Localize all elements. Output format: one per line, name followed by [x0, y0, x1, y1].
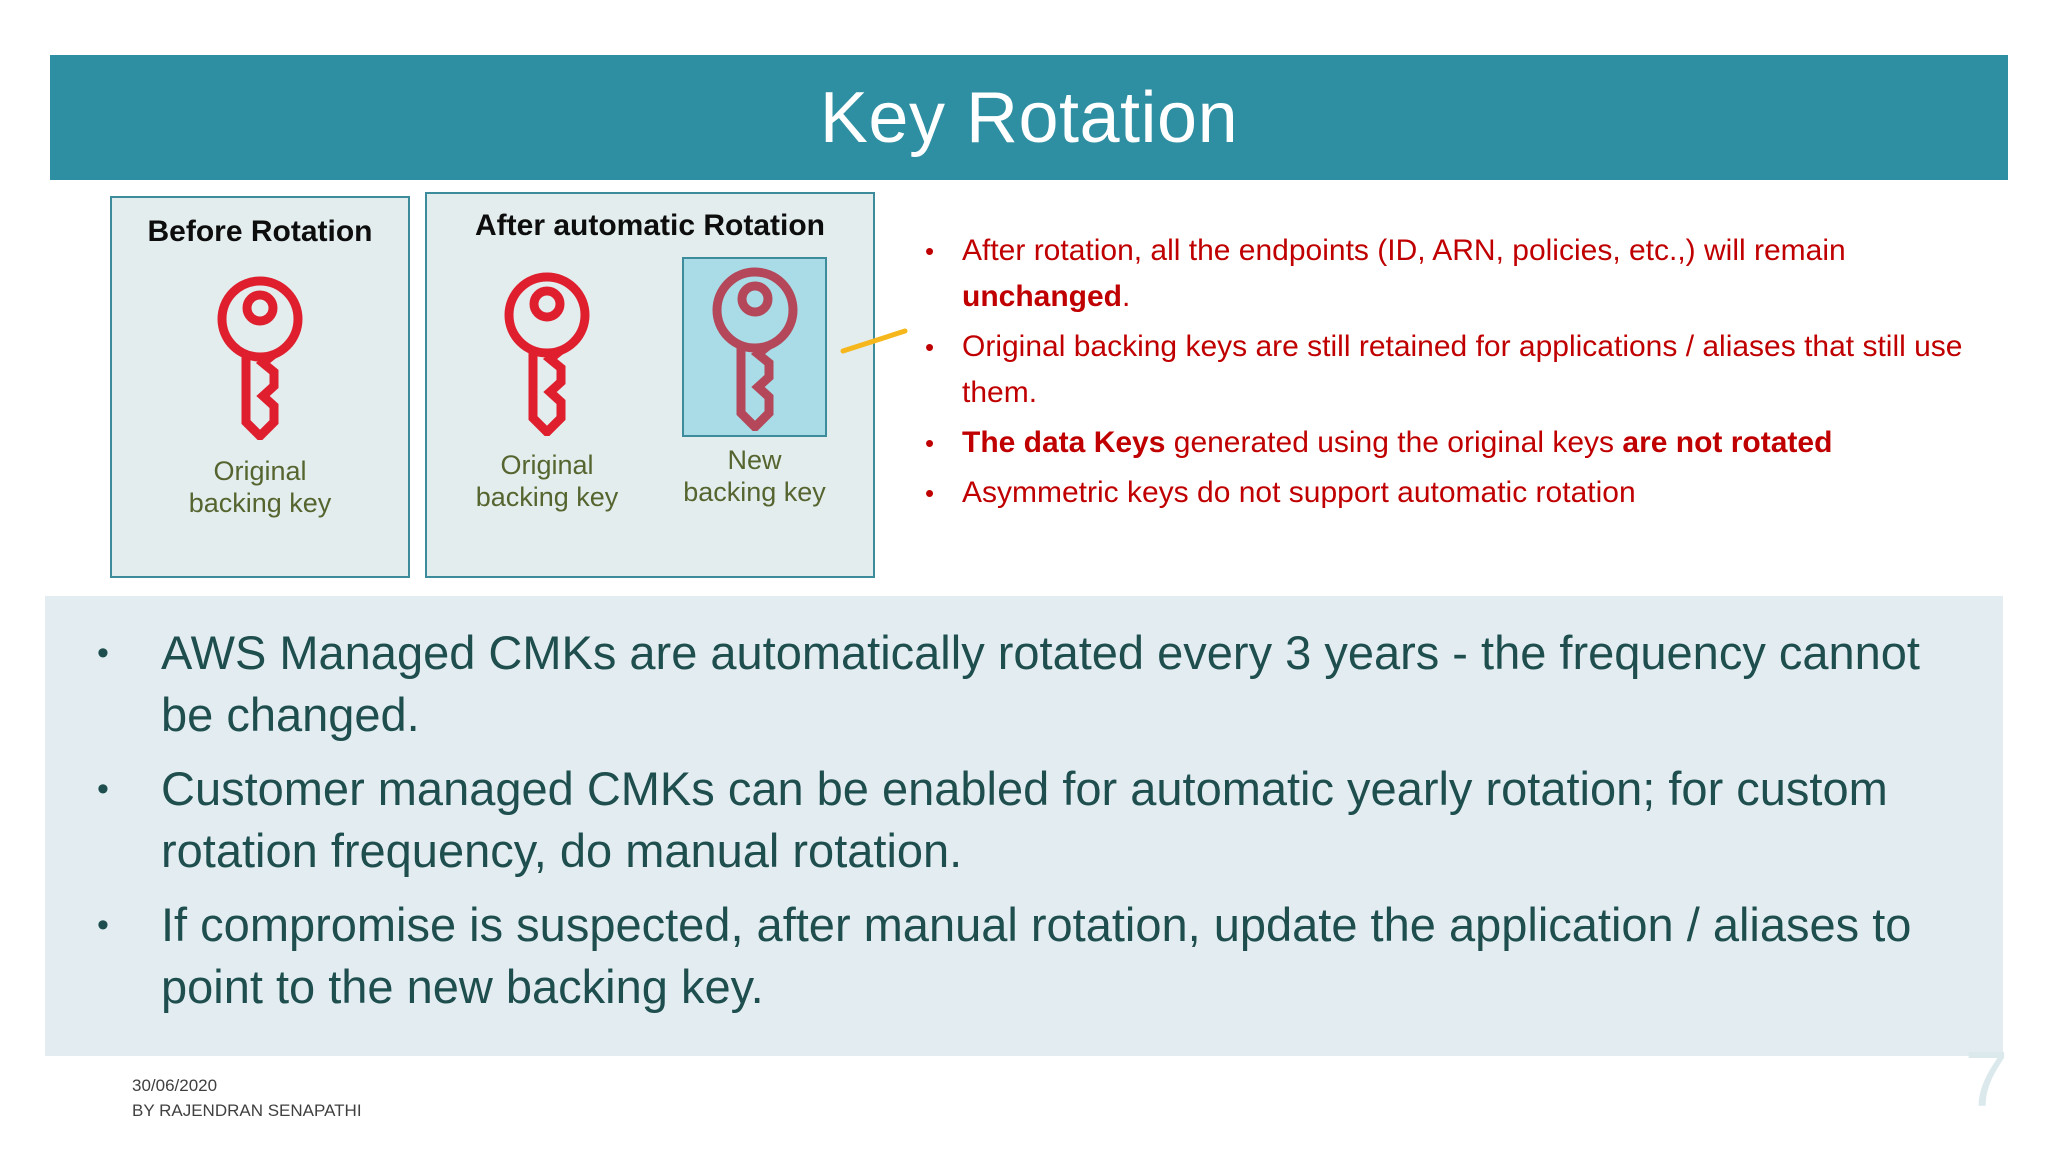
key-icon-wrapper [475, 262, 620, 442]
key-icon-wrapper-highlighted [682, 257, 827, 437]
list-item: • If compromise is suspected, after manu… [85, 894, 1963, 1018]
diagram-panel-before-rotation: Before Rotation Original backing key [110, 196, 410, 578]
key-group-original-after: Original backing key [447, 262, 647, 514]
key-caption-new: New backing key [652, 445, 857, 509]
key-caption-original-before: Original backing key [112, 456, 408, 520]
bullet-glyph: • [925, 236, 935, 266]
key-icon-wrapper [188, 266, 333, 446]
summary-text-2: Customer managed CMKs can be enabled for… [161, 762, 1888, 877]
text-segment-bold: are not rotated [1622, 426, 1833, 459]
list-item: • Customer managed CMKs can be enabled f… [85, 758, 1963, 882]
caption-line-2: backing key [475, 481, 619, 512]
red-note-text-4: Asymmetric keys do not support automatic… [962, 470, 2010, 516]
slide-footer: 30/06/2020 BY RAJENDRAN SENAPATHI [132, 1074, 362, 1123]
bullet-glyph: • [925, 478, 935, 508]
list-item: • Asymmetric keys do not support automat… [920, 470, 2010, 516]
key-icon [504, 272, 590, 436]
page-title: Key Rotation [819, 77, 1239, 158]
bullet-glyph: • [97, 770, 109, 808]
slide-title-bar: Key Rotation [50, 55, 2008, 180]
caption-line-2: backing key [683, 476, 826, 507]
key-group-original-before: Original backing key [112, 266, 408, 520]
red-note-text-3: The data Keys generated using the origin… [962, 420, 2010, 466]
text-segment: generated using the original keys [1165, 426, 1623, 459]
bullet-glyph: • [97, 634, 109, 672]
list-item: • After rotation, all the endpoints (ID,… [920, 228, 2010, 320]
caption-line-1: New [727, 445, 782, 475]
footer-author: BY RAJENDRAN SENAPATHI [132, 1100, 362, 1120]
summary-text-3: If compromise is suspected, after manual… [161, 898, 1912, 1013]
text-segment: . [1122, 280, 1131, 313]
list-item: • AWS Managed CMKs are automatically rot… [85, 622, 1963, 746]
key-icon [712, 267, 797, 431]
caption-line-2: backing key [188, 487, 332, 518]
text-segment: Asymmetric keys do not support automatic… [962, 476, 1636, 509]
text-segment: After rotation, all the endpoints (ID, A… [962, 234, 1846, 267]
bullet-glyph: • [925, 428, 935, 458]
key-group-new-after: New backing key [652, 257, 857, 509]
panel-heading-before: Before Rotation [147, 215, 373, 248]
summary-text-1: AWS Managed CMKs are automatically rotat… [161, 626, 1920, 741]
text-segment-bold: unchanged [962, 280, 1123, 313]
panel-heading-after: After automatic Rotation [474, 209, 825, 242]
caption-line-1: Original [213, 456, 307, 486]
text-segment-bold: The data Keys [962, 426, 1166, 459]
footer-date: 30/06/2020 [132, 1076, 218, 1095]
diagram-panel-after-rotation: After automatic Rotation Original backin… [425, 192, 875, 578]
connector-line-icon [840, 328, 908, 354]
red-note-text-2: Original backing keys are still retained… [962, 324, 2010, 416]
bullet-glyph: • [97, 906, 109, 944]
bullet-glyph: • [925, 332, 935, 362]
key-caption-original-after: Original backing key [447, 450, 647, 514]
red-note-text-1: After rotation, all the endpoints (ID, A… [962, 228, 2010, 320]
caption-line-1: Original [500, 450, 594, 480]
list-item: • The data Keys generated using the orig… [920, 420, 2010, 466]
red-notes-list: • After rotation, all the endpoints (ID,… [920, 228, 2010, 520]
text-segment: Original backing keys are still retained… [962, 330, 1963, 409]
list-item: • Original backing keys are still retain… [920, 324, 2010, 416]
page-number: 7 [1964, 1035, 2008, 1123]
key-icon [217, 276, 303, 440]
summary-panel: • AWS Managed CMKs are automatically rot… [45, 596, 2003, 1056]
